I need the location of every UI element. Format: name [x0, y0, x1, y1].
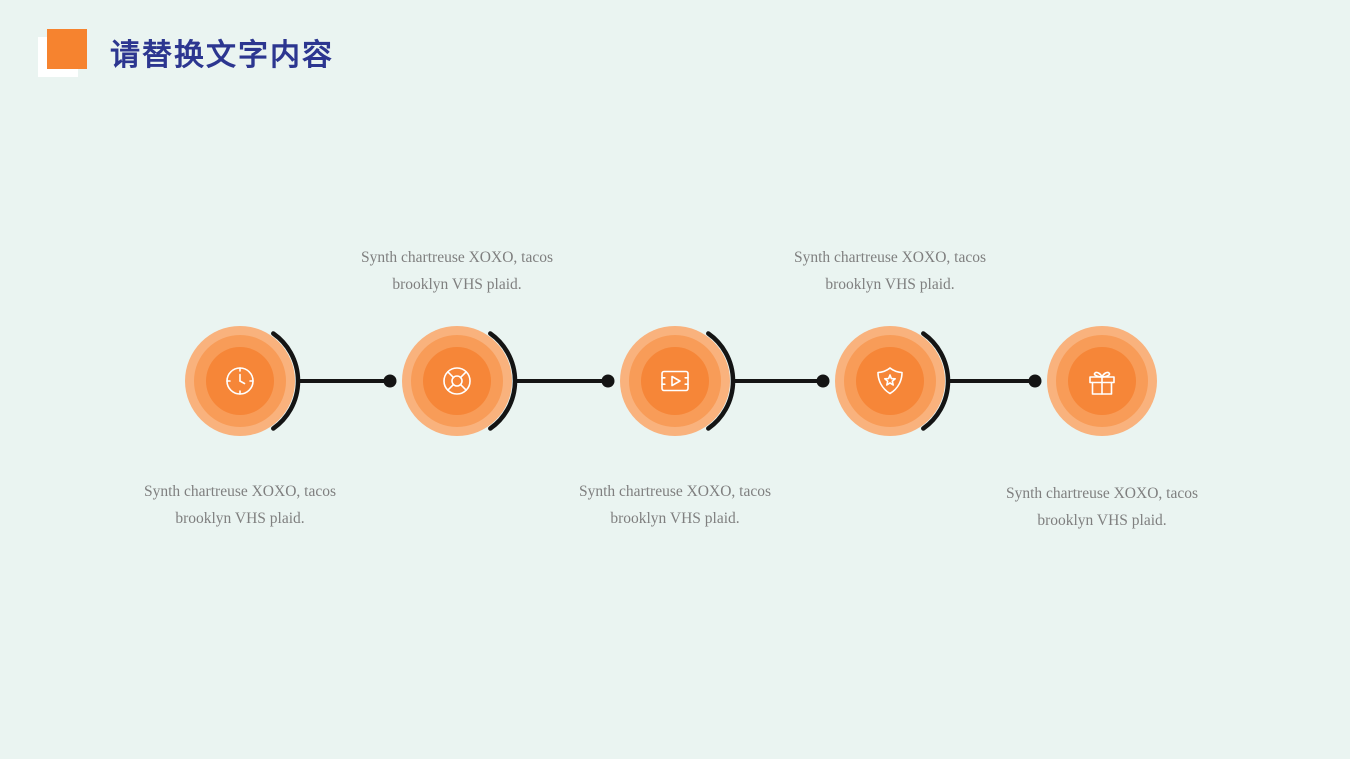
circle-inner-ring: [856, 347, 924, 415]
title-marker: [38, 29, 87, 77]
timeline-step-3: [620, 326, 730, 436]
circle-mid-ring: [411, 335, 503, 427]
caption-line: brooklyn VHS plaid.: [1037, 512, 1167, 529]
caption-line: Synth chartreuse XOXO, tacos: [1006, 485, 1198, 502]
timeline-step-2: [402, 326, 512, 436]
circle-outer-ring: [835, 326, 945, 436]
caption-line: Synth chartreuse XOXO, tacos: [579, 483, 771, 500]
circle-inner-ring: [206, 347, 274, 415]
lifebuoy-icon: [443, 367, 471, 395]
timeline-step-1: [185, 326, 295, 436]
connector-dot: [601, 374, 615, 388]
caption-line: brooklyn VHS plaid.: [825, 276, 955, 293]
circle-mid-ring: [844, 335, 936, 427]
step-caption-3: Synth chartreuse XOXO, tacos brooklyn VH…: [525, 478, 825, 532]
connector-dot: [383, 374, 397, 388]
timeline-step-5: [1047, 326, 1157, 436]
circle-outer-ring: [620, 326, 730, 436]
step-caption-5: Synth chartreuse XOXO, tacos brooklyn VH…: [952, 480, 1252, 534]
caption-line: brooklyn VHS plaid.: [610, 510, 740, 527]
connector-dot: [816, 374, 830, 388]
circle-inner-ring: [641, 347, 709, 415]
badge-star-icon: [877, 367, 903, 395]
circle-mid-ring: [194, 335, 286, 427]
step-caption-4: Synth chartreuse XOXO, tacos brooklyn VH…: [740, 244, 1040, 298]
circle-outer-ring: [402, 326, 512, 436]
caption-line: Synth chartreuse XOXO, tacos: [361, 249, 553, 266]
circle-outer-ring: [1047, 326, 1157, 436]
page-title: 请替换文字内容: [110, 39, 334, 72]
circle-mid-ring: [1056, 335, 1148, 427]
timeline-step-4: [835, 326, 945, 436]
caption-line: brooklyn VHS plaid.: [392, 276, 522, 293]
circle-inner-ring: [1068, 347, 1136, 415]
caption-line: brooklyn VHS plaid.: [175, 510, 305, 527]
circle-inner-ring: [423, 347, 491, 415]
title-marker-orange-square: [47, 29, 87, 69]
step-caption-2: Synth chartreuse XOXO, tacos brooklyn VH…: [307, 244, 607, 298]
circle-outer-ring: [185, 326, 295, 436]
connector-dot: [1028, 374, 1042, 388]
video-player-icon: [661, 370, 689, 392]
step-caption-1: Synth chartreuse XOXO, tacos brooklyn VH…: [90, 478, 390, 532]
circle-mid-ring: [629, 335, 721, 427]
clock-icon: [226, 367, 254, 395]
gift-icon: [1089, 371, 1115, 395]
caption-line: Synth chartreuse XOXO, tacos: [144, 483, 336, 500]
caption-line: Synth chartreuse XOXO, tacos: [794, 249, 986, 266]
